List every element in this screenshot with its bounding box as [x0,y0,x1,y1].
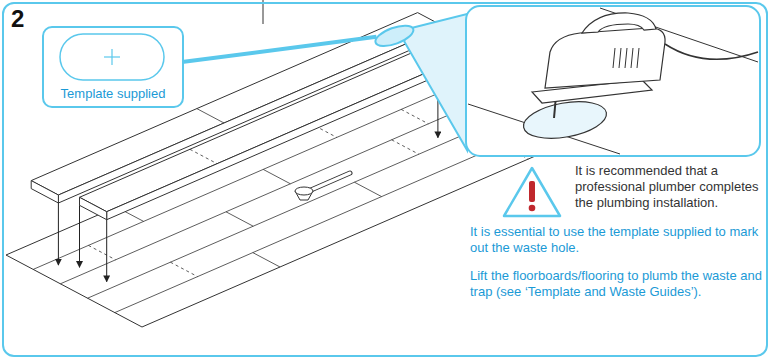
instruction-note: Lift the floorboards/flooring to plumb t… [470,268,762,300]
plank-joint [170,262,197,276]
drop-arrow [106,220,107,282]
template-callout: Template supplied [42,26,184,108]
plank-joint [88,245,115,259]
saw-vent [631,48,633,68]
saw-handle [582,13,656,33]
panel-end [80,197,107,219]
panel-top [31,13,445,195]
waste-fitting [295,187,313,195]
saw-vent [619,48,621,68]
centre-mark [111,49,112,65]
exclamation-dot [529,205,536,212]
saw-vent [637,48,639,68]
cut-outline [521,96,610,144]
plank-joint [226,212,253,226]
waste-hole [373,21,416,50]
panel-end [31,181,58,203]
plank-joint [253,253,280,267]
saw-body [545,28,665,88]
power-cord [665,44,758,59]
template-leader [182,37,376,62]
callout-label: Template supplied [44,28,182,106]
exclamation-bar [529,181,535,202]
zoom-wedge [404,14,467,150]
panel-joint [197,109,224,123]
instruction-note: It is essential to use the template supp… [470,224,762,256]
drop-arrow [79,205,80,267]
detail-frame [466,6,760,156]
plank-joint [354,182,381,196]
warning-triangle [504,168,560,216]
warning-note: It is recommended that a professional pl… [575,163,761,211]
template-oval [60,34,164,80]
template-shape [44,28,182,84]
drop-arrow [58,203,59,265]
plank-joint [392,140,419,154]
plank-joint [401,109,428,123]
saw-vent [625,48,627,68]
panel-joint [190,149,217,163]
saw-vent [613,48,615,68]
jigsaw-detail [466,6,760,156]
step-number: 2 [4,4,766,32]
plank-joint [263,169,290,183]
